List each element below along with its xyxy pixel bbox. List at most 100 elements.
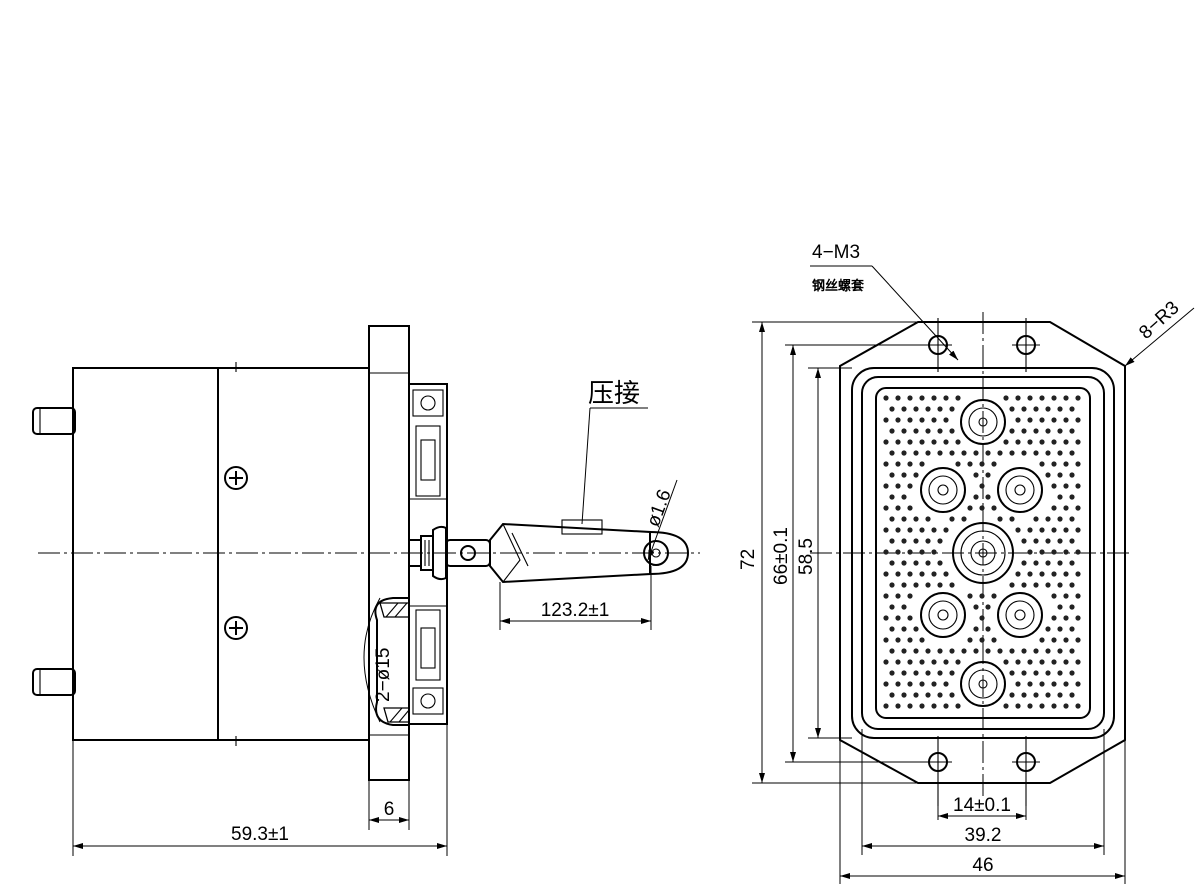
signal-pin <box>895 417 901 423</box>
signal-pin <box>1051 527 1057 533</box>
signal-pin <box>907 615 913 621</box>
signal-pin <box>895 593 901 599</box>
signal-pin <box>937 406 943 412</box>
signal-pin <box>979 505 985 511</box>
signal-pin <box>907 681 913 687</box>
signal-pin <box>1021 582 1027 588</box>
signal-pin <box>1075 681 1081 687</box>
signal-pin <box>907 549 913 555</box>
signal-pin <box>901 582 907 588</box>
signal-pin <box>1057 450 1063 456</box>
signal-pin <box>913 472 919 478</box>
signal-pin <box>1057 538 1063 544</box>
signal-pin <box>913 428 919 434</box>
signal-pin <box>1039 439 1045 445</box>
signal-pin <box>967 505 973 511</box>
signal-pin <box>991 593 997 599</box>
signal-pin <box>973 494 979 500</box>
signal-pin <box>967 461 973 467</box>
signal-pin <box>901 494 907 500</box>
signal-pin <box>1069 582 1075 588</box>
signal-pin <box>1039 395 1045 401</box>
signal-pin <box>1069 428 1075 434</box>
dim-height-total: 72 <box>738 321 918 784</box>
signal-pin <box>991 461 997 467</box>
signal-pin <box>937 428 943 434</box>
signal-pin <box>1075 527 1081 533</box>
rear-stud-bottom <box>32 668 76 696</box>
signal-pin <box>973 472 979 478</box>
plate-screw-top <box>409 389 447 500</box>
signal-pin <box>1051 571 1057 577</box>
signal-pin <box>1069 626 1075 632</box>
signal-pin <box>961 450 967 456</box>
plate-screw-bottom <box>409 605 447 715</box>
signal-pin <box>985 472 991 478</box>
signal-pin <box>901 560 907 566</box>
signal-pin <box>907 439 913 445</box>
flange-hole-section <box>374 597 410 726</box>
signal-pin <box>1069 670 1075 676</box>
signal-pin <box>1063 703 1069 709</box>
signal-pin <box>1075 615 1081 621</box>
signal-pin <box>943 571 949 577</box>
power-contact-lower-left <box>920 592 966 638</box>
coax-contact-bottom <box>960 661 1006 707</box>
rear-stud-top <box>32 407 76 435</box>
signal-pin <box>1033 692 1039 698</box>
power-contact-center <box>952 522 1014 584</box>
signal-pin <box>1057 406 1063 412</box>
signal-pin <box>1051 549 1057 555</box>
signal-pin <box>1021 406 1027 412</box>
signal-pin <box>883 483 889 489</box>
signal-pin <box>991 637 997 643</box>
signal-pin <box>955 395 961 401</box>
coax-contact-top <box>960 399 1006 445</box>
signal-pin <box>919 703 925 709</box>
width-inner-label: 39.2 <box>965 825 1002 846</box>
signal-pin <box>913 626 919 632</box>
signal-pin <box>949 450 955 456</box>
power-contact-lower-right <box>997 592 1043 638</box>
signal-pin <box>895 637 901 643</box>
signal-pin <box>901 604 907 610</box>
signal-pin <box>889 406 895 412</box>
signal-pin <box>1027 527 1033 533</box>
mounting-hole-tr <box>1012 318 1040 372</box>
screw-note-label: 钢丝螺套 <box>812 278 865 294</box>
signal-pin <box>1051 461 1057 467</box>
signal-pin <box>889 582 895 588</box>
signal-pin <box>889 670 895 676</box>
signal-pin <box>1003 659 1009 665</box>
signal-pin <box>901 692 907 698</box>
signal-pin <box>1063 417 1069 423</box>
signal-pin <box>913 560 919 566</box>
signal-pin <box>901 516 907 522</box>
signal-pin <box>955 461 961 467</box>
signal-pin <box>1033 516 1039 522</box>
signal-pin <box>901 538 907 544</box>
housing-body <box>72 367 370 741</box>
flange-thickness-label: 6 <box>384 799 395 820</box>
signal-pin <box>1039 571 1045 577</box>
signal-pin <box>1021 692 1027 698</box>
signal-pin <box>979 637 985 643</box>
signal-pin <box>913 648 919 654</box>
signal-pin <box>931 571 937 577</box>
signal-pin <box>937 692 943 698</box>
signal-pin <box>895 681 901 687</box>
dim-width-total: 46 <box>839 740 1126 884</box>
signal-pin <box>895 527 901 533</box>
mounting-hole-bl <box>924 736 952 806</box>
signal-pin <box>985 494 991 500</box>
signal-pin <box>961 516 967 522</box>
signal-pin <box>937 648 943 654</box>
signal-pin <box>1039 659 1045 665</box>
signal-pin <box>907 527 913 533</box>
signal-pin <box>931 681 937 687</box>
signal-pin <box>1069 538 1075 544</box>
crimp-label: 压接 <box>588 379 640 409</box>
signal-pin <box>1045 648 1051 654</box>
signal-pin <box>925 670 931 676</box>
